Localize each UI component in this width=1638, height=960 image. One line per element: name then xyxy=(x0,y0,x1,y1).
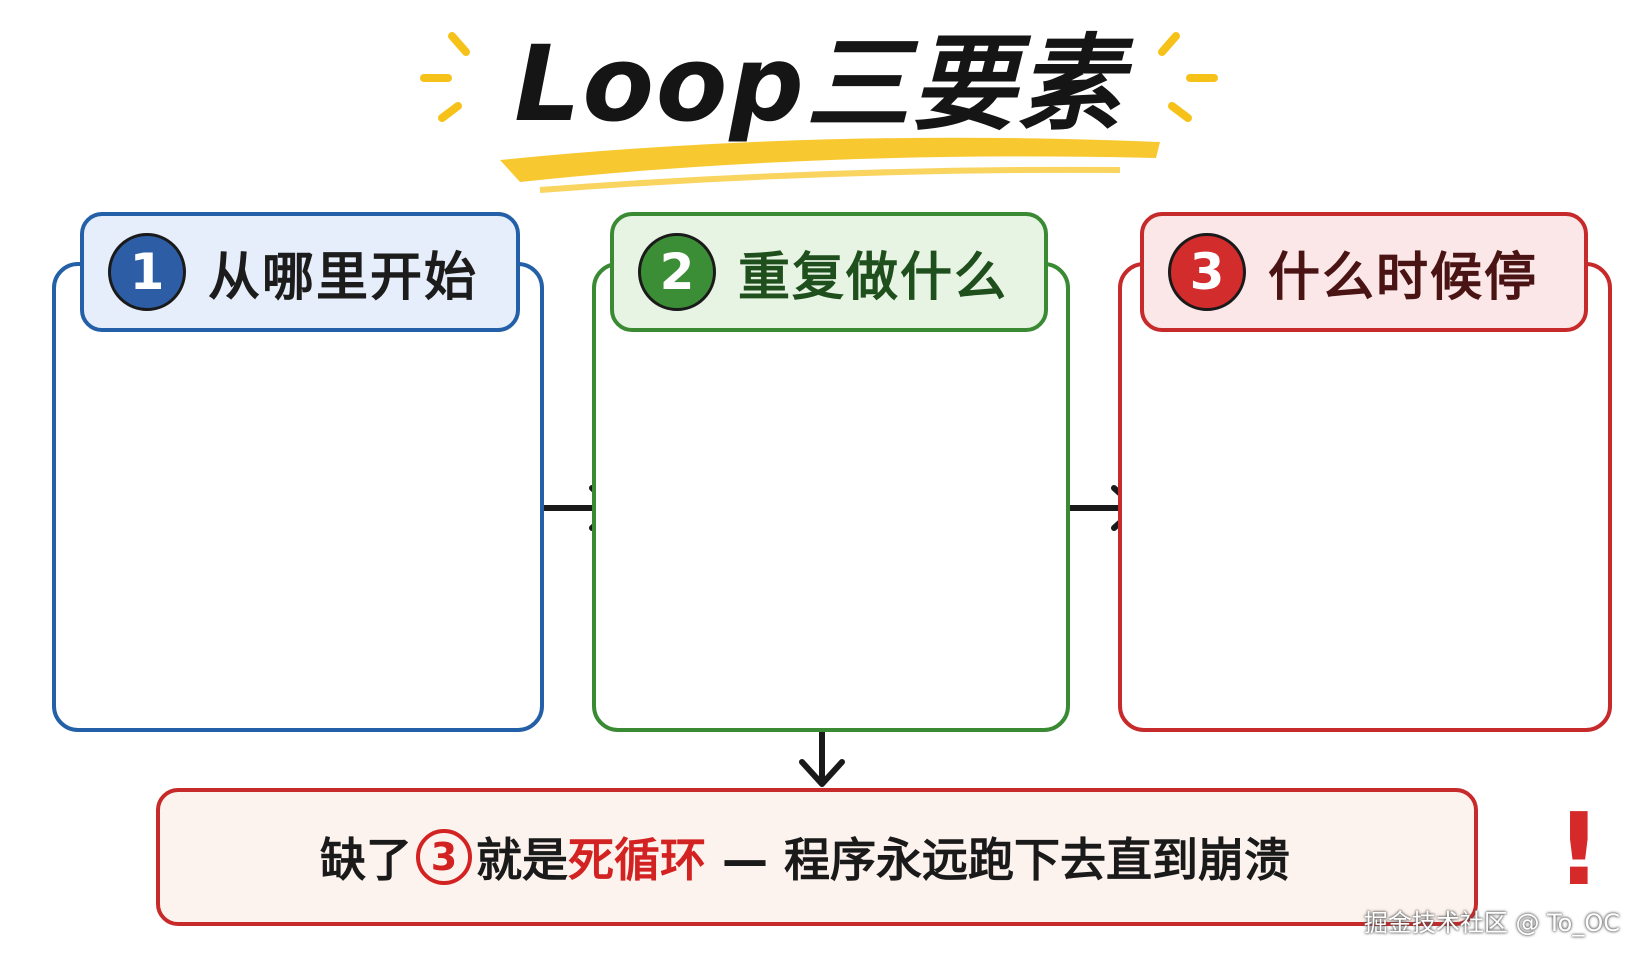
step-1-panel xyxy=(52,262,544,732)
step-1-label: 从哪里开始 xyxy=(208,247,479,308)
watermark: 掘金技术社区 @ To_OC xyxy=(1363,909,1620,937)
page-title: Loop三要素 xyxy=(514,23,1124,145)
stop-sign-text: STOP xyxy=(1233,474,1501,577)
step-3-header: 3 什么时候停 xyxy=(1140,212,1588,332)
step-3-number-badge: 3 xyxy=(1168,233,1246,311)
exclamation-icon: ! xyxy=(1556,791,1602,908)
step-2-panel xyxy=(592,262,1070,732)
step-3-panel xyxy=(1118,262,1612,732)
warning-suffix: — 程序永远跑下去直到崩溃 xyxy=(706,833,1291,887)
warning-prefix: 缺了 xyxy=(320,833,412,887)
warning-text: 缺了 3 就是 死循环 — 程序永远跑下去直到崩溃 xyxy=(320,792,1290,922)
step-3-label: 什么时候停 xyxy=(1268,247,1539,308)
step-2-label: 重复做什么 xyxy=(738,247,1009,308)
step-1-number-badge: 1 xyxy=(108,233,186,311)
warning-emphasis: 死循环 xyxy=(568,833,706,887)
step-2-number-badge: 2 xyxy=(638,233,716,311)
step-1-header: 1 从哪里开始 xyxy=(80,212,520,332)
warning-ref-number: 3 xyxy=(416,829,472,885)
warning-middle: 就是 xyxy=(476,833,568,887)
warning-banner: 缺了 3 就是 死循环 — 程序永远跑下去直到崩溃 ! xyxy=(156,788,1602,926)
step-2-header: 2 重复做什么 xyxy=(610,212,1048,332)
